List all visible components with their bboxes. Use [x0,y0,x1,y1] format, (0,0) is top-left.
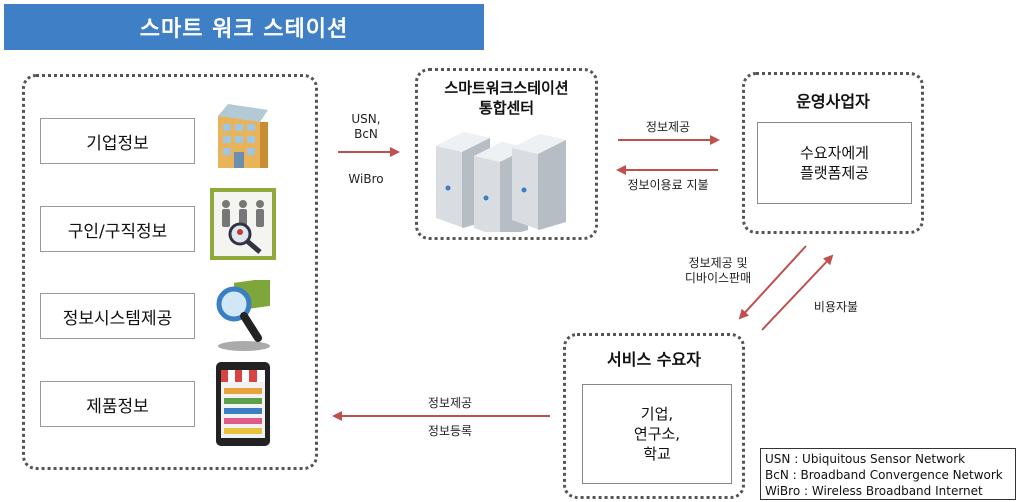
label-info-register: 정보등록 [427,424,473,438]
legend-usn: USN : Ubiquitous Sensor Network [765,452,966,466]
shop-tablet-icon [216,362,270,446]
label-info-device: 정보제공 및 디바이스판매 [684,256,752,285]
building-icon [218,104,268,168]
operator-title: 운영사업자 [796,92,870,111]
operator-panel [742,72,924,234]
legend-bcn: BcN : Broadband Convergence Network [765,468,1003,482]
page-title: 스마트 워크 스테이션 [4,4,484,50]
abbreviation-legend: USN : Ubiquitous Sensor Network BcN : Br… [760,448,1016,500]
item-job-info: 구인/구직정보 [40,206,195,252]
arrow-operator-to-consumer [738,245,807,320]
label-cost-payment: 비용자불 [813,300,859,314]
label-usn-bcn: USN, BcN [351,112,381,141]
magnifier-icon [216,280,270,351]
info-panel [22,74,318,470]
consumer-title: 서비스 수요자 [607,350,701,369]
operator-description: 수요자에게 플랫폼제공 [757,122,912,204]
integrated-center-panel [415,68,598,240]
server-icon [436,132,566,232]
item-info-system: 정보시스템제공 [40,293,195,339]
arrow-consumer-to-operator [761,254,834,331]
integrated-center-title: 스마트워크스테이션 통합센터 [444,79,569,117]
label-wibro: WiBro [348,172,384,186]
item-product-info: 제품정보 [40,381,195,427]
label-info-provide-1: 정보제공 [645,120,691,134]
item-company-info: 기업정보 [40,118,195,164]
consumer-description: 기업, 연구소, 학교 [582,384,732,484]
legend-wibro: WiBro : Wireless Broadband Internet [765,484,983,498]
consumer-panel [563,333,745,499]
label-info-provide-2: 정보제공 [427,396,473,410]
people-search-icon [210,188,276,260]
label-info-fee: 정보이용료 지불 [627,178,709,192]
